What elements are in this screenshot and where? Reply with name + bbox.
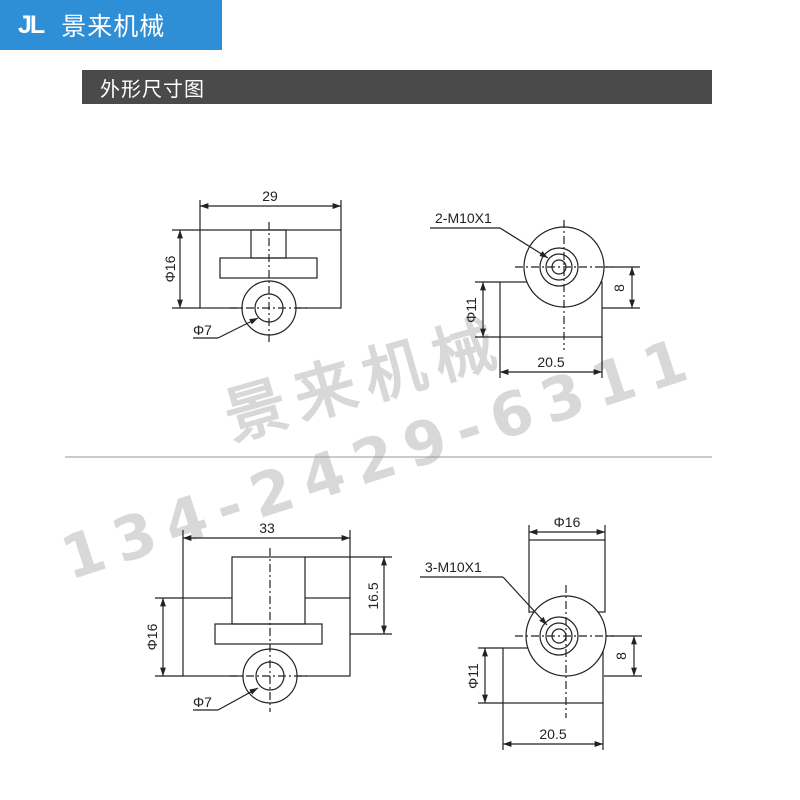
bottom-length-label: 20.5 (539, 726, 566, 742)
bottom-height-label: 16.5 (365, 582, 381, 609)
bottom-width-label: 33 (259, 520, 275, 536)
section-title: 外形尺寸图 (100, 76, 205, 101)
bottom-top-diameter-label: Φ16 (554, 514, 581, 530)
top-front-view (172, 200, 342, 345)
top-diameter-label: Φ16 (162, 255, 178, 282)
bottom-side-height-label: 8 (613, 652, 629, 660)
top-width-label: 29 (262, 188, 278, 204)
top-length-label: 20.5 (537, 354, 564, 370)
bottom-side-diameter-label: Φ11 (465, 663, 481, 689)
bottom-front-view (155, 530, 392, 712)
top-side-diameter-label: Φ11 (463, 297, 479, 323)
top-hole-label: Φ7 (193, 322, 212, 338)
brand-name: 景来机械 (61, 12, 166, 41)
section-header: 外形尺寸图 (82, 70, 712, 104)
logo-mark: JL (18, 10, 45, 39)
top-side-view (430, 220, 640, 378)
bottom-diameter-label: Φ16 (144, 623, 160, 650)
bottom-side-view (420, 525, 642, 750)
top-thread-label: 2-M10X1 (435, 210, 492, 226)
brand-banner: JL 景来机械 (0, 0, 222, 50)
bottom-hole-label: Φ7 (193, 694, 212, 710)
bottom-thread-label: 3-M10X1 (425, 559, 482, 575)
top-height-label: 8 (611, 284, 627, 292)
